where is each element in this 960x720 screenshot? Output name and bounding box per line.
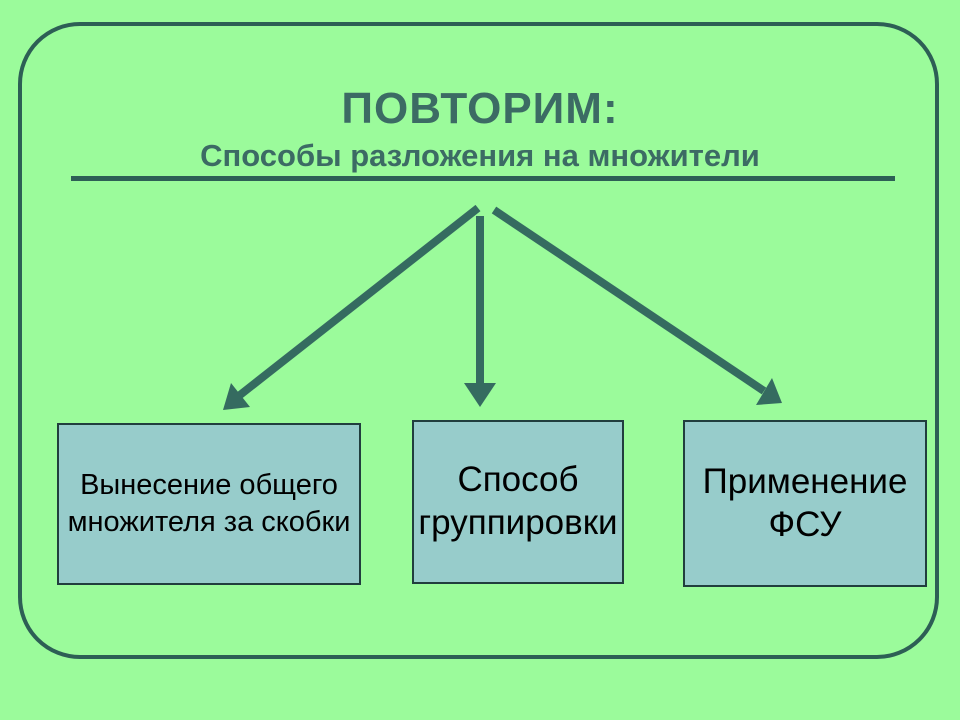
box-label-common-factor: Вынесение общего множителя за скобки xyxy=(67,469,351,538)
slide-frame-border xyxy=(18,22,939,659)
diagram-box-common-factor: Вынесение общего множителя за скобки xyxy=(57,423,361,585)
slide-subtitle: Способы разложения на множители xyxy=(200,138,760,173)
diagram-box-grouping: Способ группировки xyxy=(412,420,624,584)
box-label-fsu: Применение ФСУ xyxy=(702,461,908,544)
box-label-grouping: Способ группировки xyxy=(418,460,618,542)
diagram-box-fsu: Применение ФСУ xyxy=(683,420,927,587)
title-underline xyxy=(71,176,895,181)
slide-title: ПОВТОРИМ: xyxy=(341,84,619,133)
